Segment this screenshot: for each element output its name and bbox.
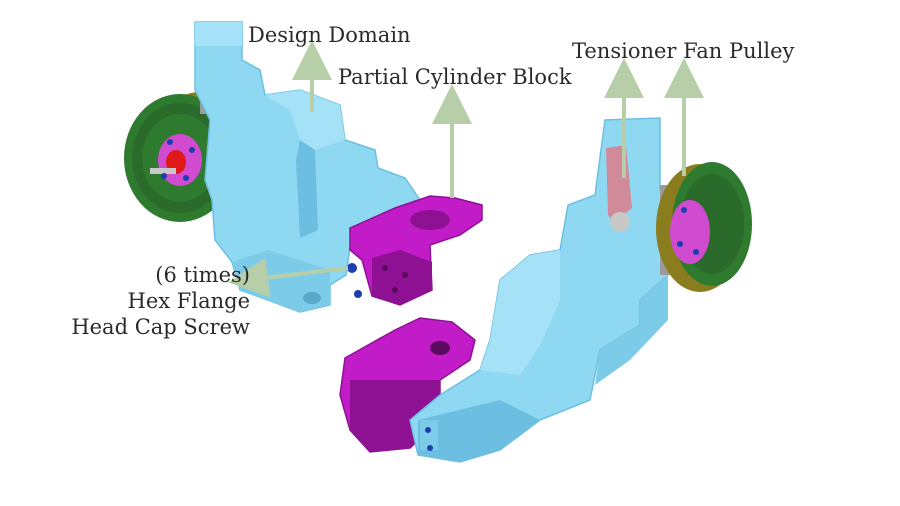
- tensioner-fan-pulley-label: Tensioner Fan Pulley: [572, 39, 795, 63]
- right-assembly: [339, 117, 752, 463]
- design-domain-label: Design Domain: [248, 23, 411, 47]
- partial-cylinder-block-label: Partial Cylinder Block: [338, 65, 572, 89]
- left-cylinder-block: [349, 195, 483, 306]
- annotation-arrows: [228, 40, 704, 298]
- screw-count-text: (6 times): [155, 263, 250, 287]
- screw-name-line2: Head Cap Screw: [71, 315, 250, 339]
- screw-icon: [354, 290, 362, 298]
- hex-flange-screw-label: (6 times) Hex Flange Head Cap Screw: [70, 262, 250, 340]
- screw-arrow: [228, 257, 349, 298]
- screw-icon: [427, 445, 433, 451]
- right-pulley: [656, 162, 752, 292]
- screw-icon: [347, 263, 357, 273]
- screw-name-line1: Hex Flange: [127, 289, 250, 313]
- right-bracket: [409, 117, 671, 463]
- screw-icon: [425, 427, 431, 433]
